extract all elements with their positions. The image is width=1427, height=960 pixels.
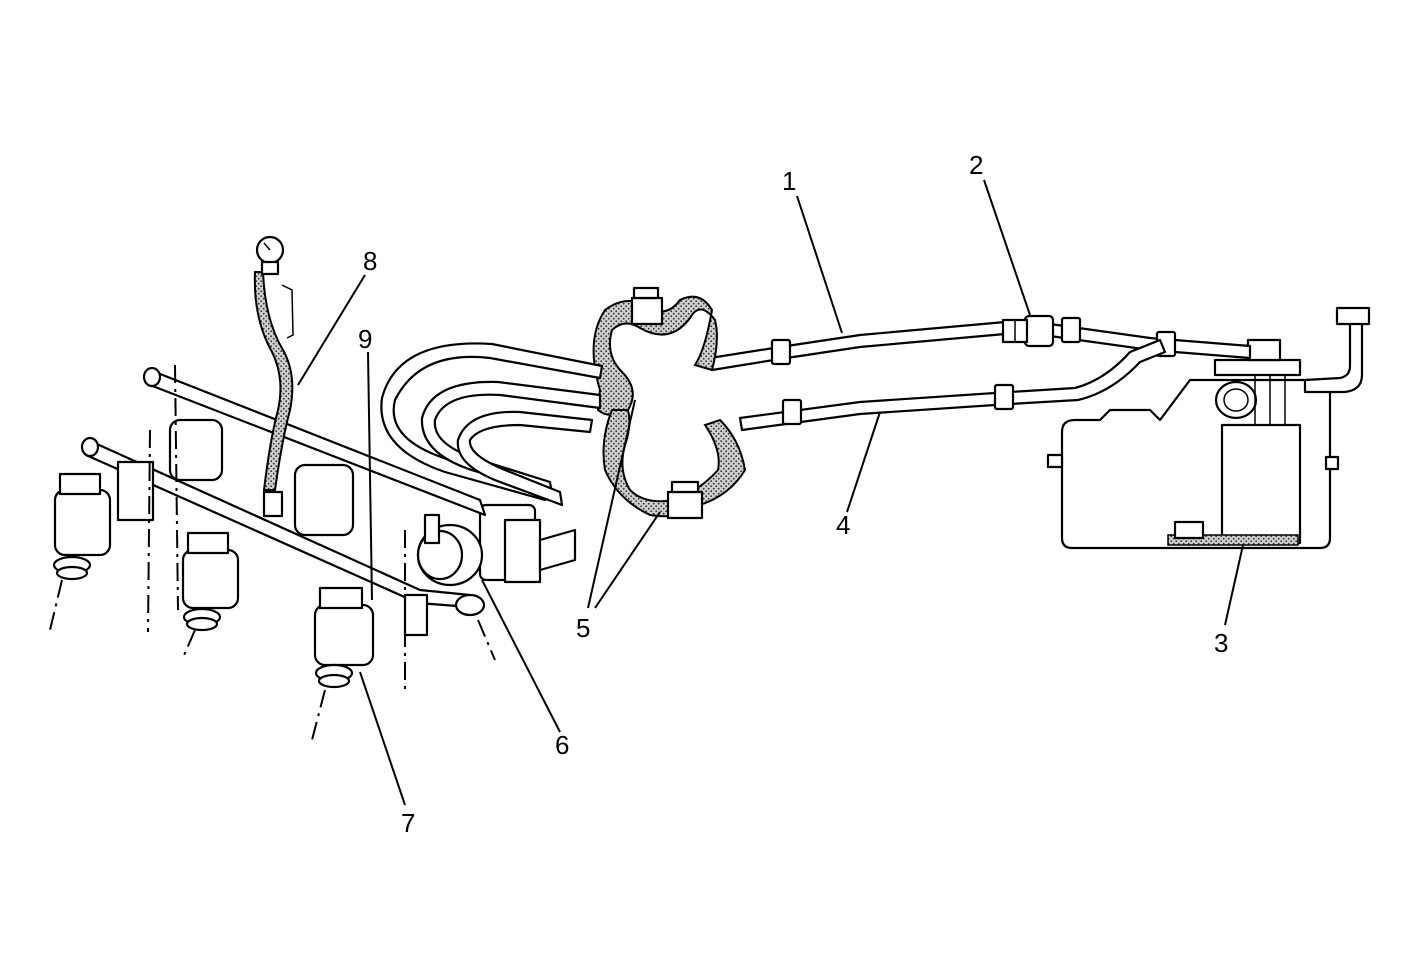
leader-4 [846,411,881,513]
leader-8 [297,274,366,386]
fuel-filter [1001,314,1055,348]
leader-1 [796,195,843,334]
injector-1 [52,472,112,581]
fuel-pump-module [1167,338,1302,546]
filler-neck [1303,306,1371,394]
fuel-pressure-regulator [416,503,577,587]
callout-5: 5 [576,613,590,643]
fuel-injectors [52,418,486,689]
leader-2 [983,179,1031,316]
callout-4: 4 [836,510,850,540]
callout-9: 9 [358,324,372,354]
injector-2 [181,531,240,632]
callout-8: 8 [363,246,377,276]
callout-7: 7 [401,808,415,838]
callout-6: 6 [555,730,569,760]
looped-fuel-pipes [380,342,604,507]
leader-5a [587,399,636,609]
leader-9 [367,351,373,601]
leader-3 [1224,544,1244,626]
callout-2: 2 [969,150,983,180]
injector-4 [168,418,486,617]
leader-6 [481,579,561,733]
fuel-return-pipe [738,338,1167,432]
injector-centerlines [49,364,496,741]
flexible-hoses [592,286,747,520]
fuel-pressure-gauge [253,235,294,518]
fuel-feed-pipe [708,316,1252,372]
leader-5b [594,511,661,609]
leader-7 [359,671,406,806]
callout-1: 1 [782,166,796,196]
injector-3 [313,586,375,689]
leader-lines [297,179,1244,806]
callout-3: 3 [1214,628,1228,658]
callout-labels: 1 2 3 4 5 6 7 8 9 [358,150,1228,838]
